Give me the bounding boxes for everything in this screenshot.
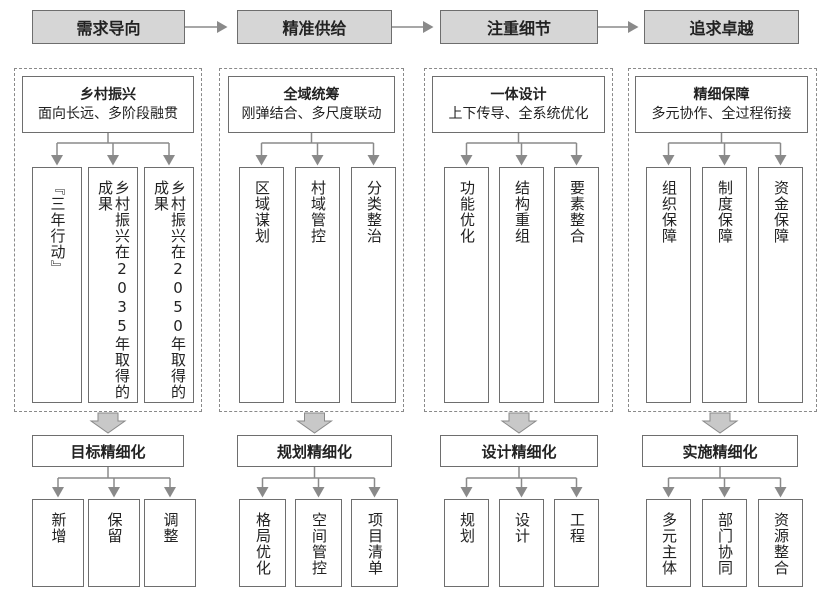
bottom-box: 保留: [88, 499, 140, 587]
item-box: 制度保障: [702, 167, 747, 403]
subtitle-title: 精细保障: [693, 86, 750, 103]
bottom-text: 设计: [513, 512, 531, 544]
subtitle-title: 全域统筹: [283, 86, 340, 103]
item-box: 分类整治: [351, 167, 396, 403]
bottom-box: 调整: [144, 499, 196, 587]
item-box: 结构重组: [499, 167, 544, 403]
subtitle-title: 一体设计: [490, 86, 547, 103]
item-text: 功能优化: [458, 180, 476, 244]
down-arrow: [89, 412, 127, 434]
down-arrow: [701, 412, 739, 434]
bottom-box: 格局优化: [239, 499, 286, 587]
subtitle-box: 精细保障多元协作、全过程衔接: [635, 76, 808, 133]
subtitle-title: 乡村振兴: [80, 86, 136, 103]
subtitle-box: 全域统筹刚弹结合、多尺度联动: [228, 76, 395, 133]
item-text: 乡村振兴在2050年取得的成果: [152, 180, 187, 400]
item-box: 要素整合: [554, 167, 599, 403]
stage-bar: 目标精细化: [32, 435, 184, 467]
item-text: 要素整合: [568, 180, 586, 244]
stage-bar: 实施精细化: [642, 435, 798, 467]
bottom-box: 部门协同: [702, 499, 747, 587]
bottom-text: 空间管控: [310, 512, 328, 576]
item-box: 村域管控: [295, 167, 340, 403]
item-text: 结构重组: [513, 180, 531, 244]
bottom-box: 规划: [444, 499, 489, 587]
header-excellence: 追求卓越: [644, 10, 799, 44]
item-box: 组织保障: [646, 167, 691, 403]
bottom-box: 工程: [554, 499, 599, 587]
subtitle-box: 一体设计上下传导、全系统优化: [432, 76, 605, 133]
stage-bar: 设计精细化: [440, 435, 598, 467]
item-box: 乡村振兴在2035年取得的成果: [88, 167, 138, 403]
item-text: 村域管控: [309, 180, 327, 244]
item-box: 『三年行动』: [32, 167, 82, 403]
bottom-box: 设计: [499, 499, 544, 587]
item-text: 乡村振兴在2035年取得的成果: [96, 180, 131, 400]
subtitle-desc: 面向长远、多阶段融贯: [38, 105, 178, 122]
dashed-group: [14, 68, 202, 412]
bottom-box: 资源整合: [758, 499, 803, 587]
item-box: 区域谋划: [239, 167, 284, 403]
item-text: 组织保障: [660, 180, 678, 244]
item-text: 资金保障: [772, 180, 790, 244]
bottom-text: 保留: [105, 512, 124, 544]
item-text: 制度保障: [716, 180, 734, 244]
bottom-box: 项目清单: [351, 499, 398, 587]
item-box: 功能优化: [444, 167, 489, 403]
bottom-text: 工程: [568, 512, 586, 544]
down-arrow: [295, 412, 334, 434]
stage-bar: 规划精细化: [237, 435, 392, 467]
dashed-group: [219, 68, 404, 412]
item-box: 资金保障: [758, 167, 803, 403]
subtitle-desc: 刚弹结合、多尺度联动: [241, 105, 382, 122]
header-detail: 注重细节: [440, 10, 598, 44]
bottom-text: 新增: [49, 512, 68, 544]
bottom-box: 空间管控: [295, 499, 342, 587]
bottom-text: 规划: [458, 512, 476, 544]
item-box: 乡村振兴在2050年取得的成果: [144, 167, 194, 403]
bottom-text: 调整: [161, 512, 180, 544]
subtitle-desc: 上下传导、全系统优化: [448, 105, 589, 122]
bottom-box: 多元主体: [646, 499, 691, 587]
bottom-text: 资源整合: [772, 512, 790, 576]
header-supply: 精准供给: [237, 10, 392, 44]
bottom-text: 项目清单: [366, 512, 384, 576]
item-text: 分类整治: [365, 180, 383, 244]
dashed-group: [628, 68, 817, 412]
bottom-text: 多元主体: [660, 512, 678, 576]
down-arrow: [500, 412, 538, 434]
bottom-text: 部门协同: [716, 512, 734, 576]
bottom-box: 新增: [32, 499, 84, 587]
item-text: 『三年行动』: [48, 180, 67, 276]
subtitle-box: 乡村振兴面向长远、多阶段融贯: [22, 76, 194, 133]
header-demand: 需求导向: [32, 10, 185, 44]
subtitle-desc: 多元协作、全过程衔接: [651, 105, 792, 122]
dashed-group: [424, 68, 613, 412]
item-text: 区域谋划: [253, 180, 271, 244]
bottom-text: 格局优化: [254, 512, 272, 576]
